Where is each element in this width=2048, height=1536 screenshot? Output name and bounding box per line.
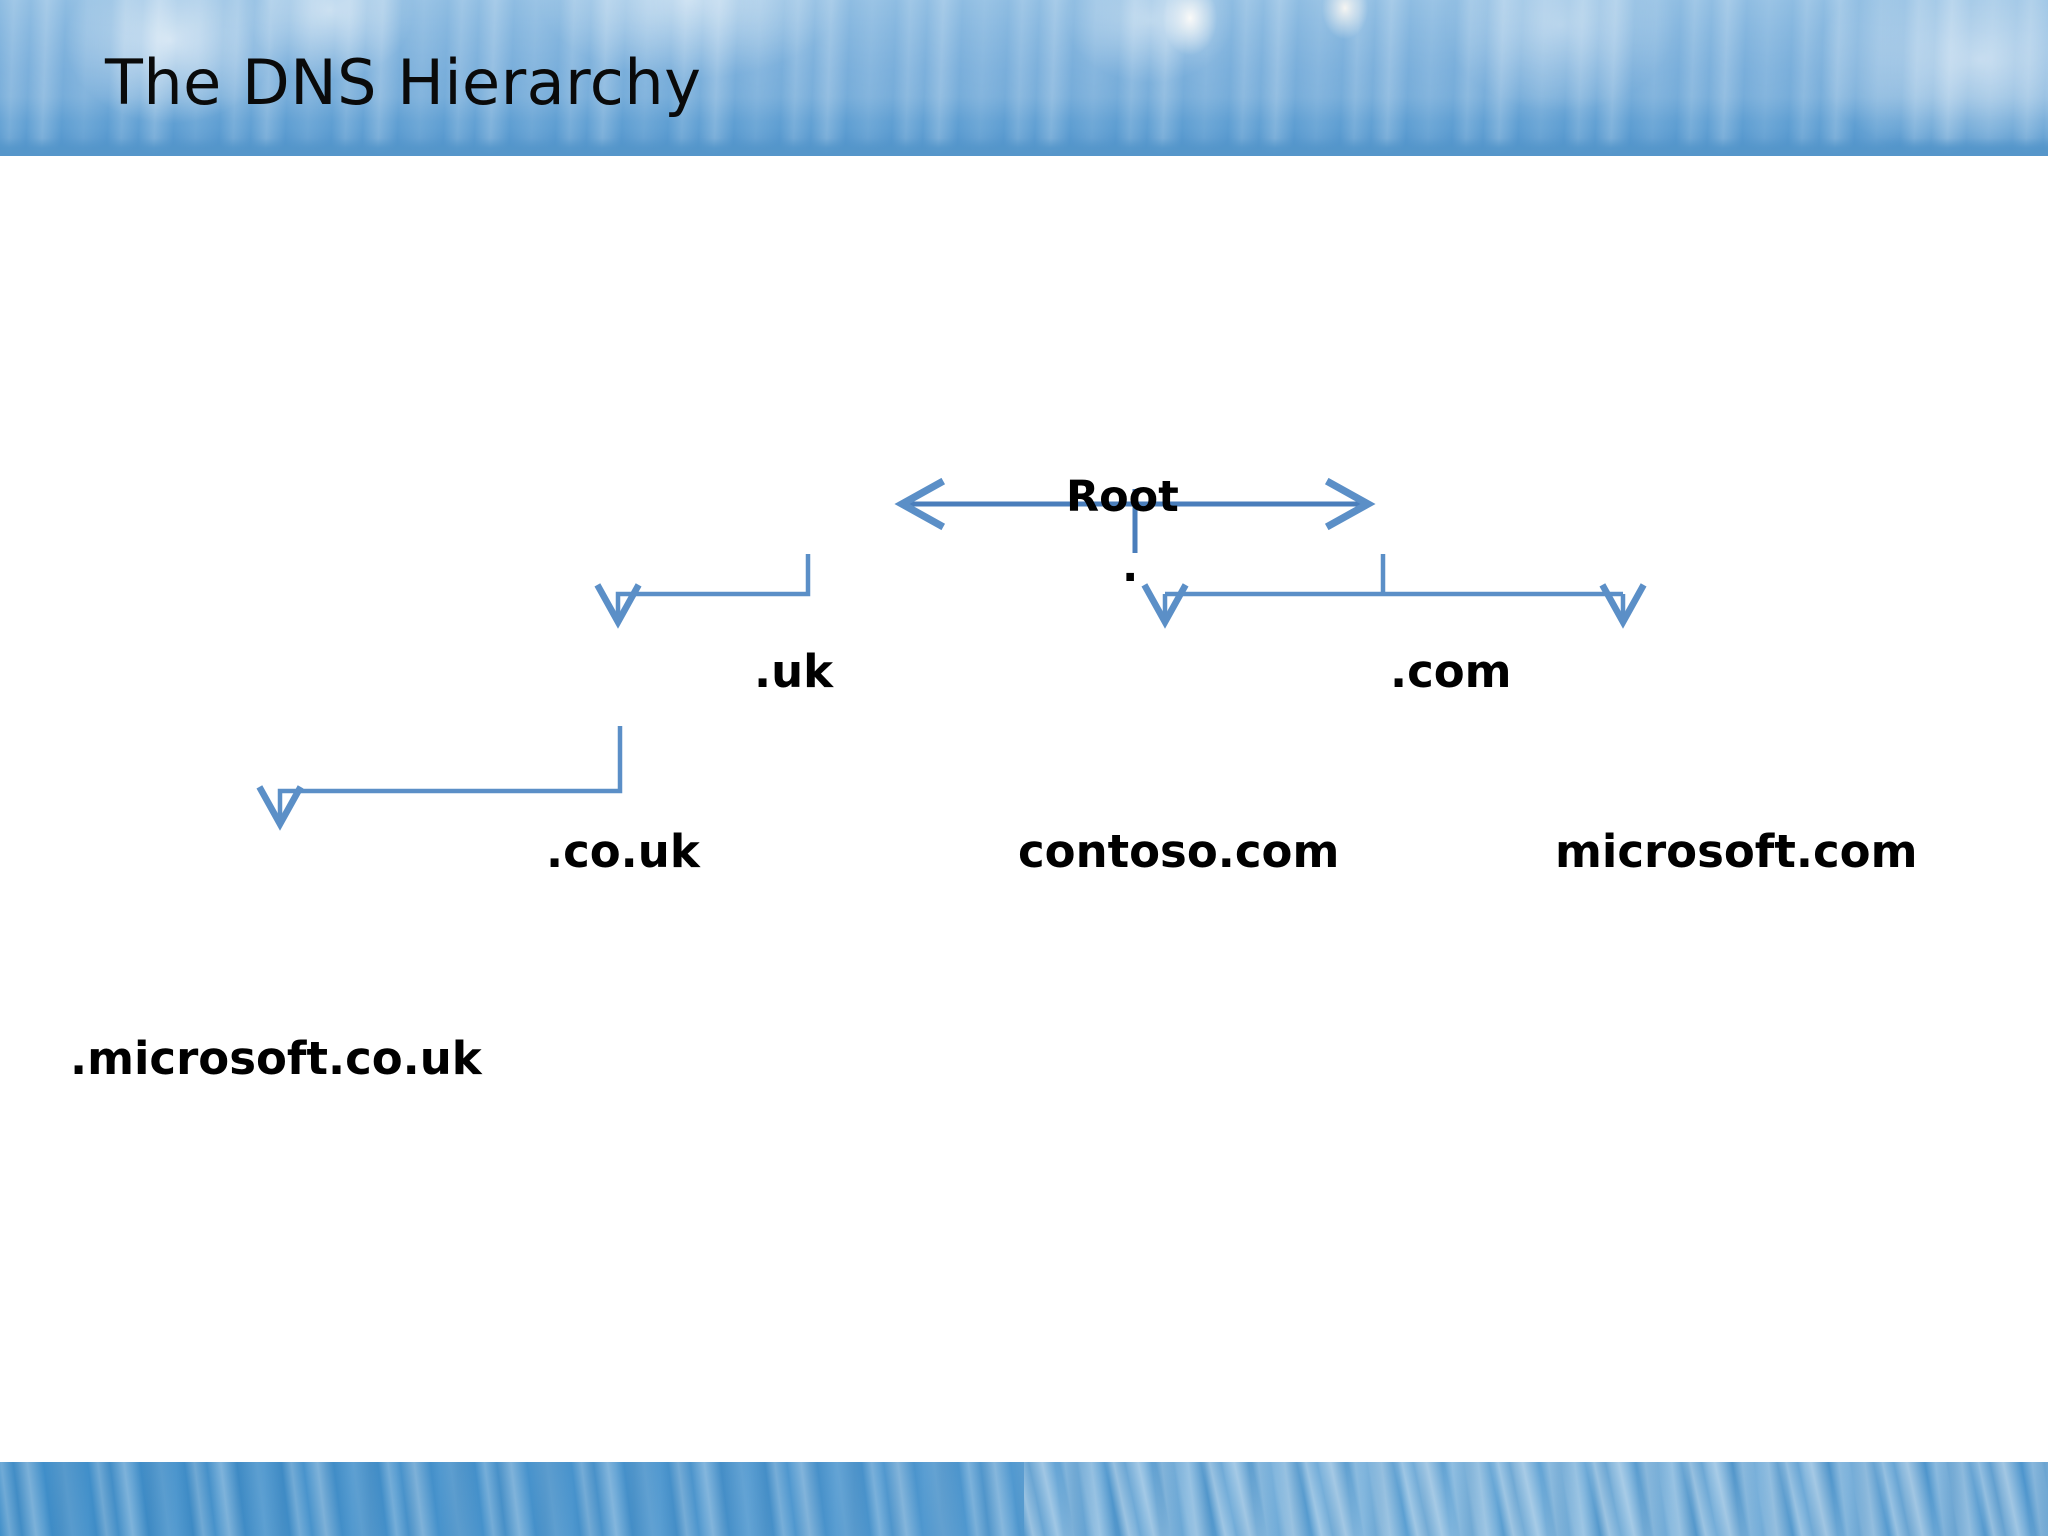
node-microsoft-co-uk: .microsoft.co.uk <box>70 1032 482 1085</box>
top-banner-bottom-edge <box>0 138 2048 156</box>
bottom-banner <box>0 1462 2048 1536</box>
top-banner-texture <box>0 0 2048 156</box>
connector-layer: .com --> <box>256 477 1647 831</box>
node-contoso-com: contoso.com <box>1018 825 1340 878</box>
node-com: .com <box>1390 645 1512 698</box>
bottom-banner-texture-right <box>1024 1462 2048 1536</box>
page-title: The DNS Hierarchy <box>105 46 702 119</box>
bottom-banner-texture <box>0 1462 2048 1536</box>
dns-hierarchy-diagram: .com --> Root . .uk .com .co.uk contoso.… <box>0 156 2048 1462</box>
edge-couk-to-microsoftcouk <box>256 726 623 831</box>
node-co-uk: .co.uk <box>546 825 700 878</box>
top-banner <box>0 0 2048 156</box>
node-root: Root <box>1066 472 1179 522</box>
node-microsoft-com: microsoft.com <box>1555 825 1918 878</box>
edge-uk-to-couk <box>594 554 811 629</box>
node-root-dot: . <box>1122 542 1139 592</box>
node-uk: .uk <box>754 645 834 698</box>
